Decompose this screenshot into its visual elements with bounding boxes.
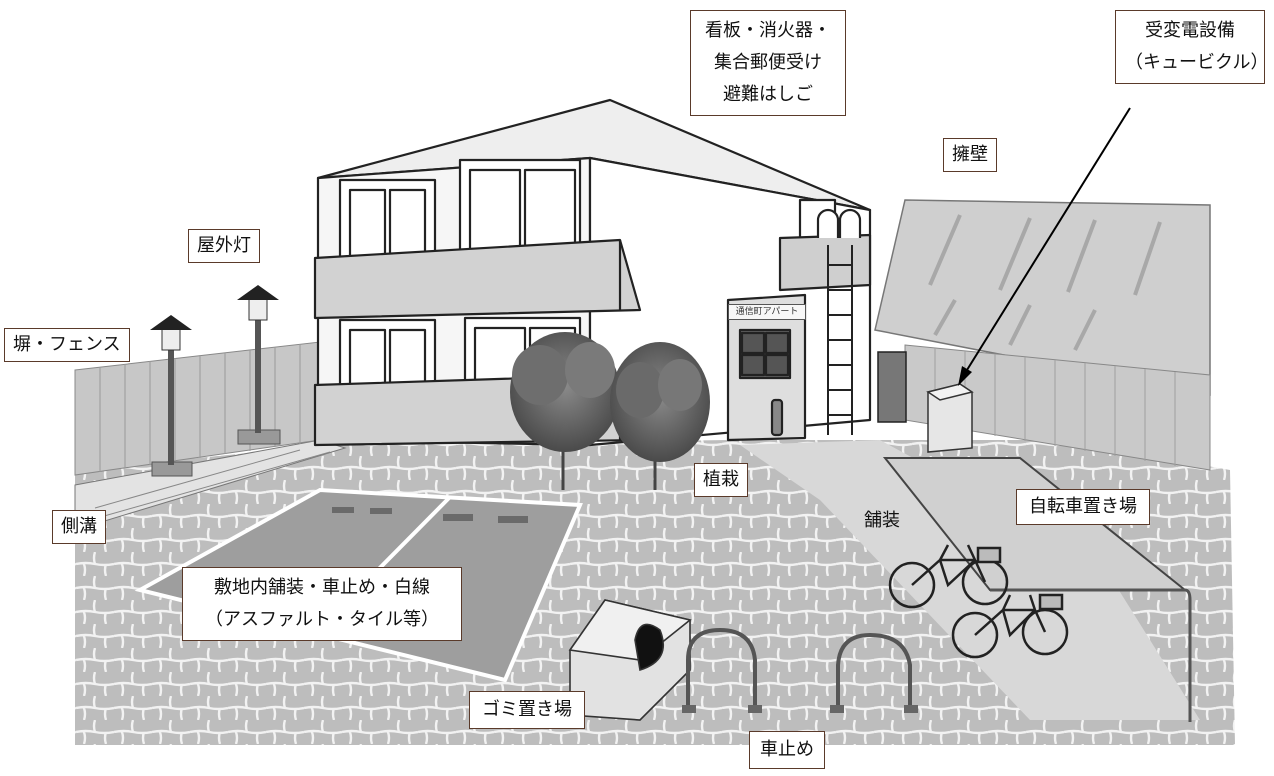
label-retaining-wall: 擁壁 bbox=[943, 138, 997, 172]
label-planting: 植栽 bbox=[694, 463, 748, 497]
utility-box bbox=[877, 351, 907, 423]
label-fence: 塀・フェンス bbox=[4, 328, 130, 362]
label-signboard-line-2: 集合郵便受け bbox=[714, 52, 822, 73]
car-stops bbox=[686, 627, 912, 710]
label-bicycle-parking: 自転車置き場 bbox=[1016, 489, 1150, 525]
label-substation-line-1: 受変電設備 bbox=[1145, 20, 1235, 41]
label-pavement: 舗装 bbox=[864, 510, 900, 531]
right-walkway bbox=[740, 440, 1200, 720]
label-garbage-area: ゴミ置き場 bbox=[469, 691, 585, 729]
label-site-paving-line-2: （アスファルト・タイル等） bbox=[205, 609, 439, 630]
garbage-box bbox=[568, 599, 692, 721]
retaining-wall bbox=[874, 199, 1211, 396]
label-substation-line-2: （キュービクル） bbox=[1125, 52, 1269, 73]
outdoor-lights bbox=[150, 285, 281, 477]
planting-trees bbox=[510, 332, 710, 490]
building-name-sign: 通信町アパート bbox=[728, 304, 806, 320]
cubicle-substation bbox=[926, 383, 974, 453]
label-outdoor-light: 屋外灯 bbox=[188, 229, 260, 263]
label-site-paving: 敷地内舗装・車止め・白線 （アスファルト・タイル等） bbox=[182, 567, 462, 641]
label-side-ditch: 側溝 bbox=[52, 510, 106, 544]
label-site-paving-line-1: 敷地内舗装・車止め・白線 bbox=[214, 577, 430, 598]
label-substation: 受変電設備 （キュービクル） bbox=[1115, 10, 1269, 84]
label-signboard-extinguisher-mailbox-ladder: 看板・消火器・ 集合郵便受け 避難はしご bbox=[690, 10, 846, 116]
label-signboard-line-1: 看板・消火器・ bbox=[705, 20, 831, 41]
substation-arrow bbox=[958, 107, 1131, 386]
bicycles bbox=[888, 544, 1069, 659]
label-signboard-line-3: 避難はしご bbox=[723, 84, 813, 105]
label-car-stop: 車止め bbox=[749, 731, 825, 769]
car-stop-bases bbox=[682, 705, 918, 713]
